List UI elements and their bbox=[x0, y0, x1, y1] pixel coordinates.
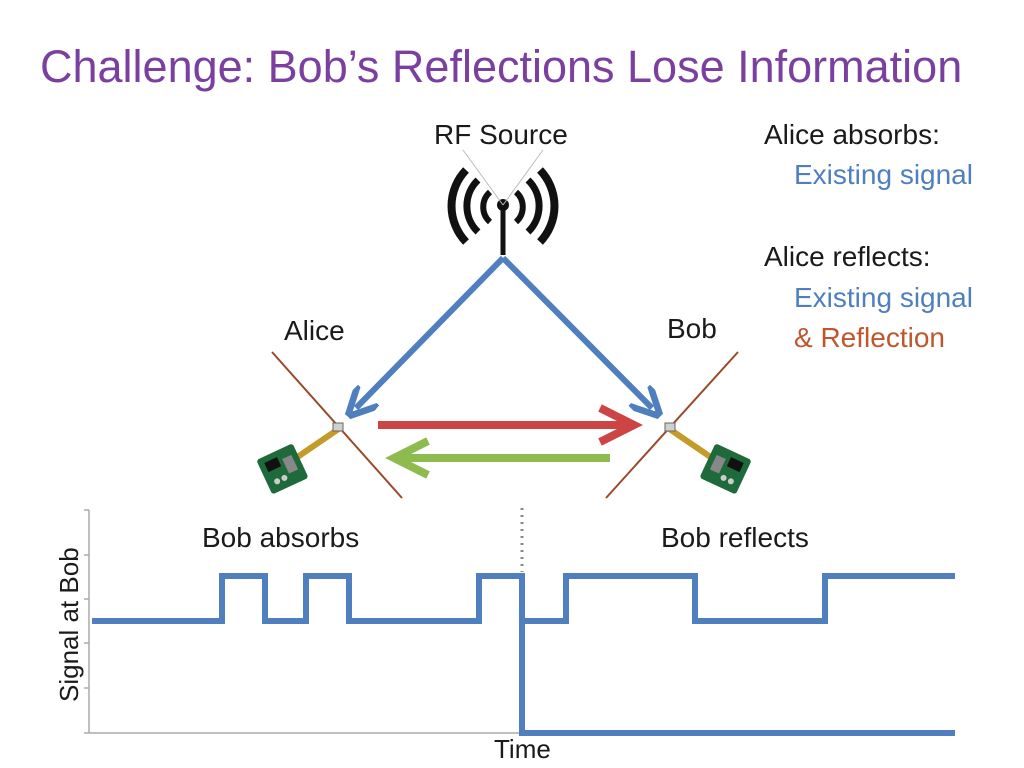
legend-reflects-item-signal: Existing signal bbox=[794, 282, 973, 313]
legend-reflects-heading: Alice reflects: bbox=[764, 241, 931, 272]
rf-antenna-icon bbox=[447, 149, 559, 255]
alice-label: Alice bbox=[284, 315, 345, 346]
rf-source-label: RF Source bbox=[434, 119, 568, 150]
alice-device-icon bbox=[257, 422, 344, 494]
bob-device-icon bbox=[664, 422, 751, 494]
alice-to-bob-arrow bbox=[378, 404, 643, 446]
phase-absorb-label: Bob absorbs bbox=[202, 522, 360, 553]
phase-reflect-label: Bob reflects bbox=[661, 522, 809, 553]
bob-label: Bob bbox=[667, 313, 717, 344]
legend-absorbs-item: Existing signal bbox=[794, 159, 973, 190]
source-to-bob-arrow bbox=[500, 255, 652, 408]
legend-absorbs-heading: Alice absorbs: bbox=[764, 119, 940, 150]
signal-waveform-absorb bbox=[92, 573, 955, 736]
y-axis-label: Signal at Bob bbox=[54, 547, 84, 702]
signal-waveform-reflect bbox=[522, 573, 955, 624]
page-title: Challenge: Bob’s Reflections Lose Inform… bbox=[40, 41, 963, 92]
bob-to-alice-arrow bbox=[385, 437, 610, 479]
source-to-alice-arrow bbox=[356, 255, 506, 408]
x-axis-label: Time bbox=[494, 734, 551, 764]
legend-reflects-item-reflection: & Reflection bbox=[794, 322, 945, 353]
